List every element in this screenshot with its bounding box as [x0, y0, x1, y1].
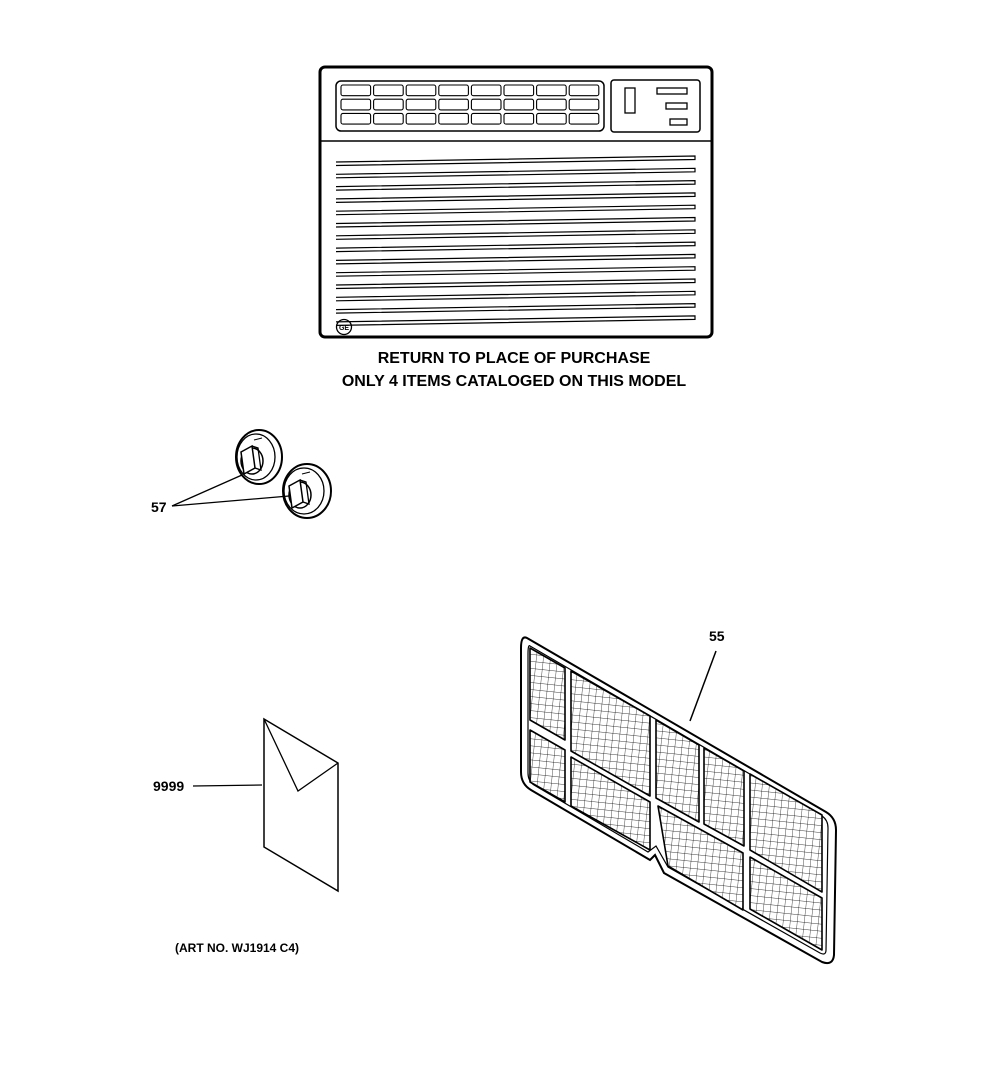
knob-leader-2	[171, 495, 290, 507]
filter-mesh-panel	[655, 719, 700, 823]
filter-mesh-panel	[529, 729, 566, 803]
grille-cell	[568, 98, 600, 111]
control-panel-frame	[610, 79, 701, 133]
louver-slat	[335, 302, 696, 314]
louver-slat	[335, 266, 696, 277]
air-filter: 55	[520, 628, 838, 965]
louver-slat	[335, 241, 696, 253]
filter-frame-inner	[527, 645, 829, 955]
grille-cell	[503, 98, 535, 111]
grille-cell	[373, 98, 404, 111]
grille-cell	[470, 98, 502, 111]
louver-slat	[335, 192, 696, 203]
grille-cell	[568, 112, 600, 125]
grille-cell	[568, 84, 600, 97]
manual-leader	[192, 784, 263, 787]
filter-mesh-panel	[657, 805, 744, 911]
callout-55: 55	[709, 628, 725, 644]
grille-cell	[340, 112, 372, 125]
heading-line-1: RETURN TO PLACE OF PURCHASE	[378, 350, 651, 367]
control-knobs: 57	[151, 429, 332, 519]
louver-slat	[335, 204, 696, 216]
louver-slat	[335, 179, 696, 191]
ac-cabinet	[318, 65, 714, 339]
art-number: (ART NO. WJ1914 C4)	[175, 941, 299, 955]
filter-leader	[689, 650, 717, 722]
grille-cell	[405, 112, 437, 125]
grille-cell	[340, 84, 372, 97]
grille-cell	[470, 112, 502, 125]
control-panel	[610, 79, 701, 133]
filter-mesh-panel	[570, 756, 651, 851]
grille-cell	[536, 84, 567, 97]
louver-slat	[335, 315, 696, 326]
control-display	[624, 87, 636, 114]
grille-cell	[470, 84, 502, 97]
grille-cell	[405, 98, 437, 111]
owners-manual: 9999	[153, 717, 339, 893]
louver-slat	[335, 155, 696, 167]
air-conditioner-unit: GE	[318, 65, 714, 339]
control-slot-2	[665, 102, 688, 110]
knob-leader-1	[171, 474, 243, 507]
louver-slat	[335, 278, 696, 290]
filter-mesh-panels	[529, 647, 823, 951]
filter-mesh-panel	[749, 773, 823, 893]
filter-mesh-panel	[529, 647, 566, 741]
grille-cell	[405, 84, 437, 97]
grille-cell	[536, 98, 567, 111]
grille-cell	[373, 112, 404, 125]
ge-logo: GE	[335, 318, 353, 336]
louver-slat	[335, 253, 696, 265]
grille-cell	[503, 84, 535, 97]
louver-slat	[335, 167, 696, 179]
grille-cell	[503, 112, 535, 125]
upper-grille	[335, 80, 605, 132]
grille-cell	[438, 98, 469, 111]
manual-flap	[263, 718, 339, 792]
ge-logo-ring	[335, 318, 353, 336]
filter-mesh-panel	[749, 856, 823, 951]
manual-envelope	[263, 717, 339, 893]
louver-slat	[335, 216, 696, 228]
callout-57: 57	[151, 499, 167, 515]
grille-cell	[373, 84, 404, 97]
louver-slat	[335, 229, 696, 240]
grille-cell	[536, 112, 567, 125]
ge-logo-text: GE	[339, 325, 349, 332]
upper-grille-frame	[335, 80, 605, 132]
control-slot-1	[656, 87, 688, 95]
grille-cell	[340, 98, 372, 111]
heading-line-2: ONLY 4 ITEMS CATALOGED ON THIS MODEL	[342, 373, 687, 390]
knob-1	[235, 429, 283, 485]
control-slot-3	[669, 118, 688, 126]
grille-cell	[438, 112, 469, 125]
louver-slat	[335, 290, 696, 302]
knob-2	[282, 463, 332, 519]
callout-9999: 9999	[153, 778, 184, 794]
grille-cell	[438, 84, 469, 97]
filter-mesh-panel	[703, 747, 745, 847]
filter-mesh-panel	[570, 670, 651, 797]
front-louvers	[335, 155, 696, 326]
